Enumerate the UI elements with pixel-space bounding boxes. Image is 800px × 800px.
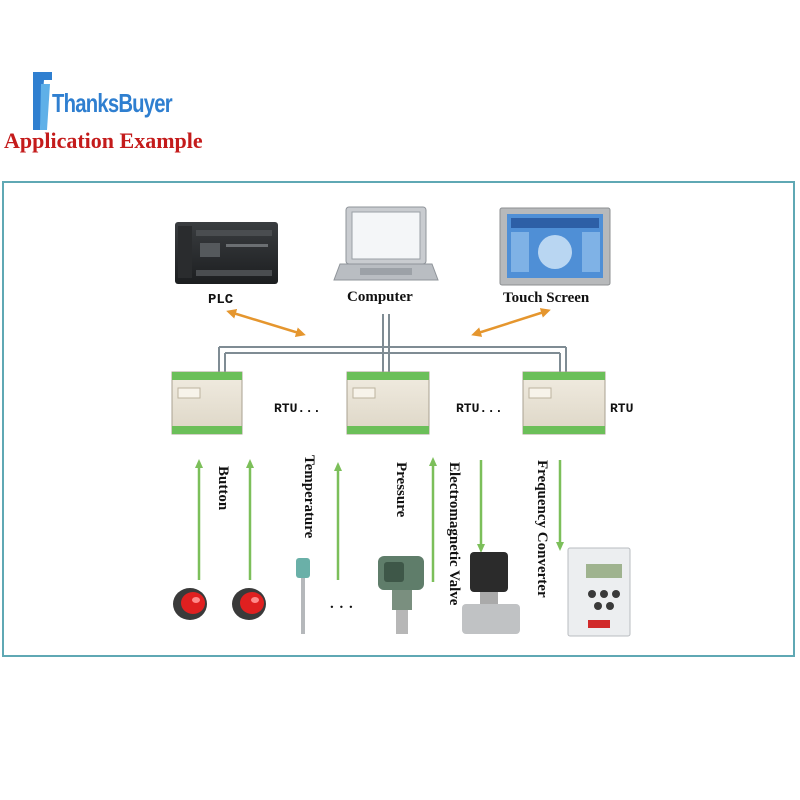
- brand-name: ThanksBuyer: [52, 88, 173, 118]
- plc-link-arrow: [226, 308, 306, 338]
- red-button-1: [173, 588, 207, 620]
- rtu-label-3: RTU: [610, 401, 634, 416]
- frequency-converter-device: [567, 547, 631, 637]
- plc-device: [175, 222, 278, 284]
- button-label: Button: [215, 466, 231, 511]
- plc-label: PLC: [208, 292, 234, 308]
- bus-lines: [218, 314, 567, 372]
- ellipsis: . . .: [330, 596, 354, 612]
- touch-link-arrow: [471, 308, 551, 337]
- temperature-label: Temperature: [301, 455, 317, 539]
- frequency-converter-label: Frequency Converter: [534, 460, 550, 598]
- rtu-label-1: RTU...: [274, 401, 321, 416]
- pressure-transmitter: [378, 556, 424, 634]
- solenoid-valve: [462, 552, 520, 634]
- touch-screen-label: Touch Screen: [503, 290, 590, 306]
- touch-screen-device: [499, 207, 611, 286]
- rtu-module-1: [171, 371, 243, 435]
- temperature-probe: [296, 558, 310, 634]
- computer-device: [333, 206, 439, 281]
- computer-label: Computer: [347, 289, 413, 305]
- rtu-module-2: [346, 371, 430, 435]
- pressure-label: Pressure: [393, 462, 409, 518]
- red-button-2: [232, 588, 266, 620]
- page-heading: Application Example: [4, 128, 203, 153]
- rtu-module-3: [522, 371, 606, 435]
- diagram-frame: [2, 181, 795, 657]
- electromagnetic-valve-label: Electromagnetic Valve: [446, 462, 462, 606]
- rtu-label-2: RTU...: [456, 401, 503, 416]
